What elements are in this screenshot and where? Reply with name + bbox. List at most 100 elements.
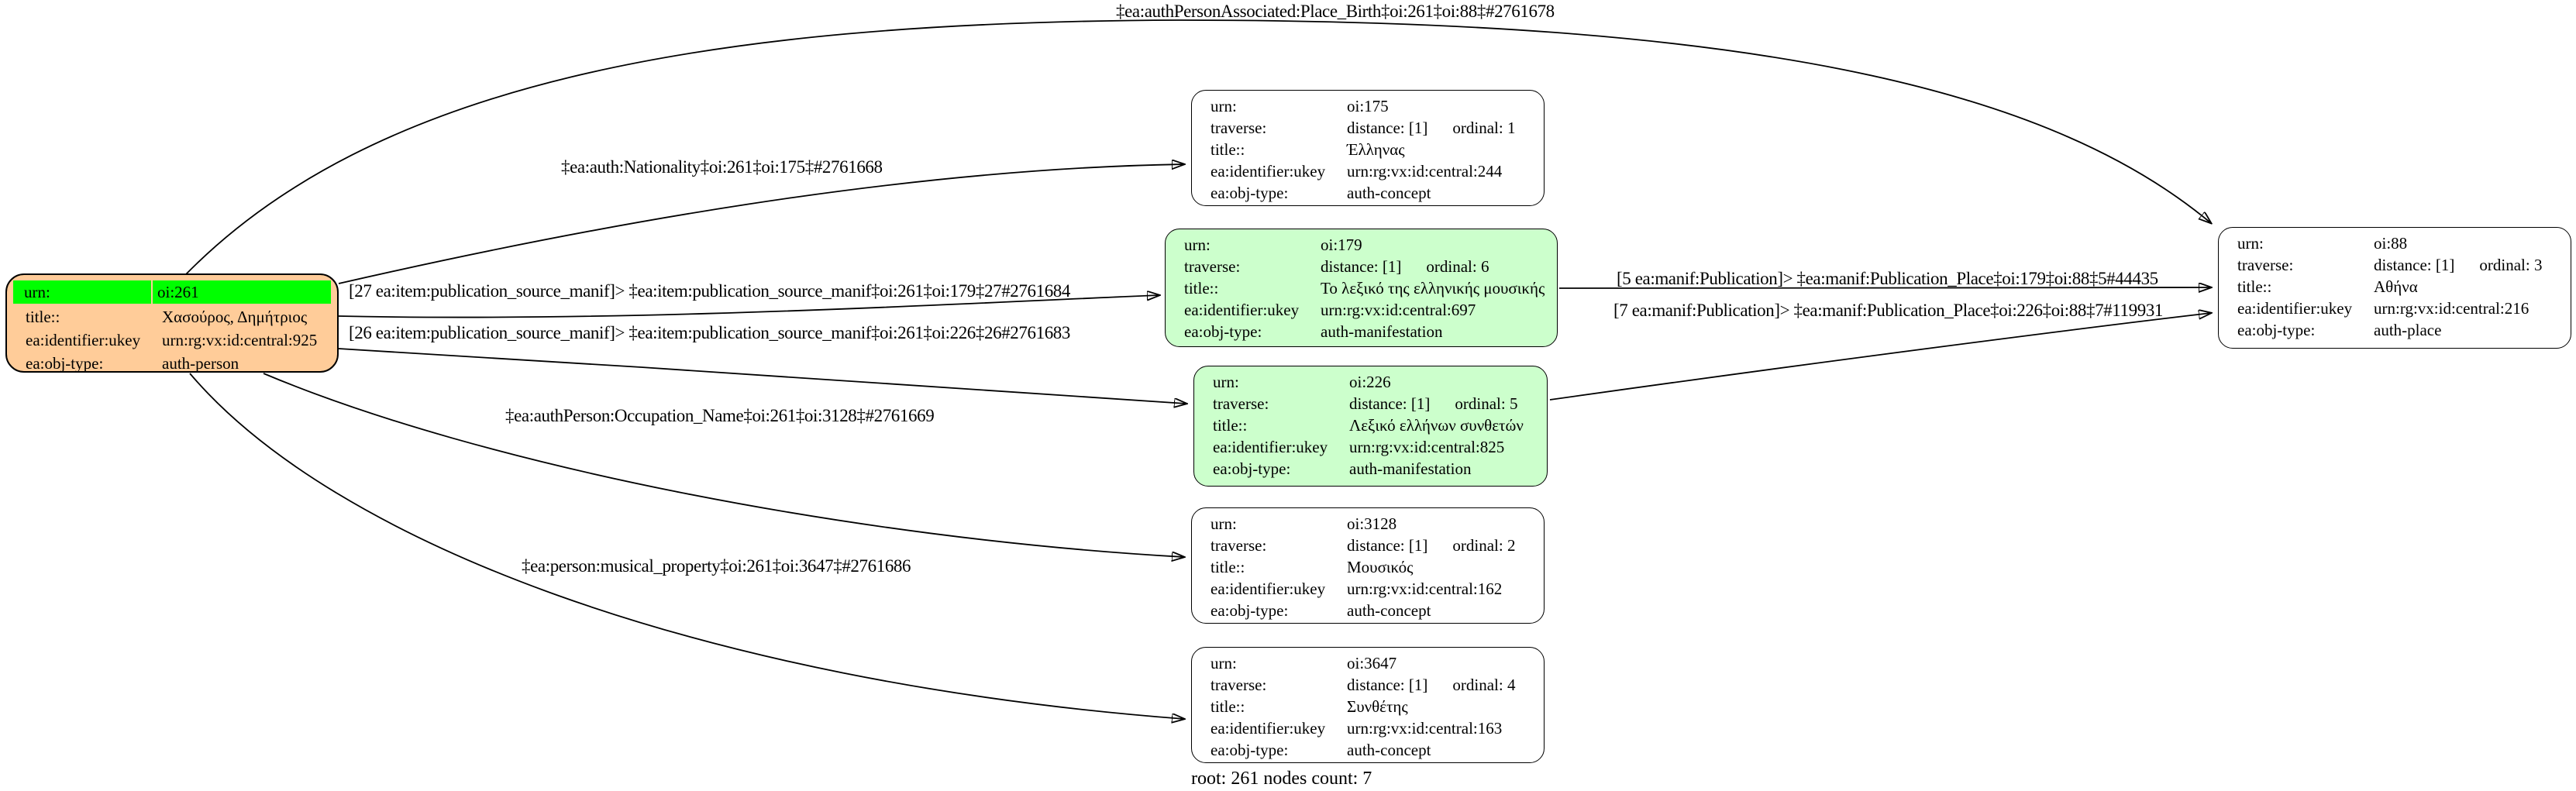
field-key: title:: (2237, 277, 2272, 296)
field-value: auth-manifestation (1349, 459, 1472, 478)
field-key: traverse: (1211, 676, 1267, 694)
field-key: title:: (1213, 416, 1248, 435)
field-key: ea:obj-type: (1211, 184, 1289, 202)
node-row-obj-type: ea:obj-type: auth-manifestation (1194, 458, 1547, 480)
edge-label-publication-place-5: [5 ea:manif:Publication]> ‡ea:manif:Publ… (1617, 269, 2158, 288)
field-key: ea:obj-type: (1213, 459, 1291, 478)
field-value: Το λεξικό της ελληνικής μουσικής (1321, 279, 1545, 297)
field-key: ea:identifier:ukey (1211, 719, 1326, 738)
field-key: ea:identifier:ukey (2237, 299, 2353, 318)
edge-label-occupation-name: ‡ea:authPerson:Occupation_Name‡oi:261‡oi… (505, 406, 935, 425)
edge-occupation-name (263, 373, 1184, 557)
field-value: distance: [1] (2374, 256, 2455, 274)
field-key: traverse: (1211, 536, 1267, 555)
field-key: ea:obj-type: (26, 354, 104, 373)
field-key: title:: (1211, 558, 1245, 576)
graph-caption: root: 261 nodes count: 7 (1191, 769, 1372, 789)
node-row-traverse: traverse: distance: [1] ordinal: 6 (1166, 256, 1557, 277)
field-key: urn: (13, 280, 151, 304)
field-value: Συνθέτης (1347, 697, 1408, 716)
node-oi-3647[interactable]: urn: oi:3647 traverse: distance: [1] ord… (1191, 647, 1545, 763)
node-oi-179[interactable]: urn: oi:179 traverse: distance: [1] ordi… (1165, 229, 1558, 347)
node-row-title: title:: Μουσικός (1192, 556, 1544, 578)
node-row-identifier: ea:identifier:ukey urn:rg:vx:id:central:… (7, 328, 337, 352)
node-oi-226[interactable]: urn: oi:226 traverse: distance: [1] ordi… (1193, 366, 1548, 487)
field-value: Λεξικό ελλήνων συνθετών (1349, 416, 1524, 435)
edge-label-publication-source-26: [26 ea:item:publication_source_manif]> ‡… (349, 323, 1071, 342)
node-row-title: title:: Χασούρος, Δημήτριος (7, 305, 337, 328)
node-row-traverse: traverse: distance: [1] ordinal: 2 (1192, 535, 1544, 556)
node-row-urn: urn: oi:88 (2219, 232, 2571, 254)
field-key: title:: (1184, 279, 1219, 297)
field-value: urn:rg:vx:id:central:216 (2374, 299, 2530, 318)
field-value: Αθήνα (2374, 277, 2418, 296)
node-oi-3128[interactable]: urn: oi:3128 traverse: distance: [1] ord… (1191, 507, 1545, 624)
field-key: urn: (1211, 97, 1237, 115)
node-row-traverse: traverse: distance: [1] ordinal: 1 (1192, 117, 1544, 139)
field-value: auth-concept (1347, 184, 1431, 202)
edge-label-publication-place-7: [7 ea:manif:Publication]> ‡ea:manif:Publ… (1613, 301, 2164, 320)
field-value: Χασούρος, Δημήτριος (162, 308, 308, 326)
node-row-traverse: traverse: distance: [1] ordinal: 4 (1192, 674, 1544, 696)
field-value: Μουσικός (1347, 558, 1414, 576)
node-row-urn: urn: oi:261 (7, 280, 337, 304)
field-key: ea:identifier:ukey (1184, 301, 1300, 319)
field-value: auth-concept (1347, 601, 1431, 620)
node-row-obj-type: ea:obj-type: auth-concept (1192, 182, 1544, 204)
node-oi-175[interactable]: urn: oi:175 traverse: distance: [1] ordi… (1191, 90, 1545, 206)
field-value: urn:rg:vx:id:central:697 (1321, 301, 1476, 319)
edge-publication-source-26 (338, 348, 1186, 404)
field-key: ea:identifier:ukey (1211, 162, 1326, 181)
field-key: urn: (1184, 236, 1211, 254)
field-key: ea:obj-type: (1211, 601, 1289, 620)
node-row-urn: urn: oi:175 (1192, 95, 1544, 117)
field-value: distance: [1] (1349, 394, 1431, 413)
edge-label-publication-source-27: [27 ea:item:publication_source_manif]> ‡… (349, 281, 1071, 301)
node-row-title: title:: Αθήνα (2219, 276, 2571, 297)
field-key: title:: (26, 308, 60, 326)
field-value: auth-concept (1347, 741, 1431, 759)
field-key: ea:identifier:ukey (26, 331, 141, 349)
node-row-title: title:: Λεξικό ελλήνων συνθετών (1194, 414, 1547, 436)
field-value: urn:rg:vx:id:central:163 (1347, 719, 1503, 738)
field-key: traverse: (1213, 394, 1269, 413)
node-row-traverse: traverse: distance: [1] ordinal: 5 (1194, 393, 1547, 414)
field-value: urn:rg:vx:id:central:244 (1347, 162, 1503, 181)
field-value: oi:175 (1347, 97, 1389, 115)
node-row-title: title:: Έλληνας (1192, 139, 1544, 160)
field-value2: ordinal: 5 (1455, 394, 1518, 413)
node-row-urn: urn: oi:3128 (1192, 513, 1544, 535)
field-value: distance: [1] (1347, 536, 1428, 555)
field-key: ea:obj-type: (2237, 321, 2316, 339)
edge-label-place-birth: ‡ea:authPersonAssociated:Place_Birth‡oi:… (1116, 2, 1555, 21)
field-value: oi:3647 (1347, 654, 1397, 672)
node-oi-261[interactable]: urn: oi:261 title:: Χασούρος, Δημήτριος … (5, 273, 339, 373)
node-oi-88[interactable]: urn: oi:88 traverse: distance: [1] ordin… (2218, 227, 2571, 349)
field-value: urn:rg:vx:id:central:825 (1349, 438, 1505, 456)
node-row-obj-type: ea:obj-type: auth-place (2219, 319, 2571, 341)
node-row-obj-type: ea:obj-type: auth-concept (1192, 739, 1544, 761)
field-key: traverse: (1211, 119, 1267, 137)
field-key: ea:obj-type: (1211, 741, 1289, 759)
edge-publication-place-5 (1558, 287, 2211, 288)
node-row-identifier: ea:identifier:ukey urn:rg:vx:id:central:… (1194, 436, 1547, 458)
node-row-obj-type: ea:obj-type: auth-manifestation (1166, 321, 1557, 342)
field-value: distance: [1] (1347, 119, 1428, 137)
node-row-urn: urn: oi:226 (1194, 371, 1547, 393)
field-value2: ordinal: 2 (1452, 536, 1516, 555)
field-value: oi:3128 (1347, 514, 1397, 533)
node-row-traverse: traverse: distance: [1] ordinal: 3 (2219, 254, 2571, 276)
edge-label-nationality: ‡ea:auth:Nationality‡oi:261‡oi:175‡#2761… (561, 157, 883, 177)
node-row-obj-type: ea:obj-type: auth-person (7, 352, 337, 375)
field-value: urn:rg:vx:id:central:162 (1347, 579, 1503, 598)
node-row-urn: urn: oi:3647 (1192, 652, 1544, 674)
node-row-title: title:: Το λεξικό της ελληνικής μουσικής (1166, 277, 1557, 299)
edge-publication-place-7 (1549, 313, 2211, 401)
edge-place-birth (185, 19, 2211, 275)
field-key: ea:obj-type: (1184, 322, 1262, 341)
field-key: title:: (1211, 140, 1245, 159)
node-row-identifier: ea:identifier:ukey urn:rg:vx:id:central:… (1192, 160, 1544, 182)
field-value: auth-manifestation (1321, 322, 1443, 341)
field-key: urn: (2237, 234, 2264, 253)
